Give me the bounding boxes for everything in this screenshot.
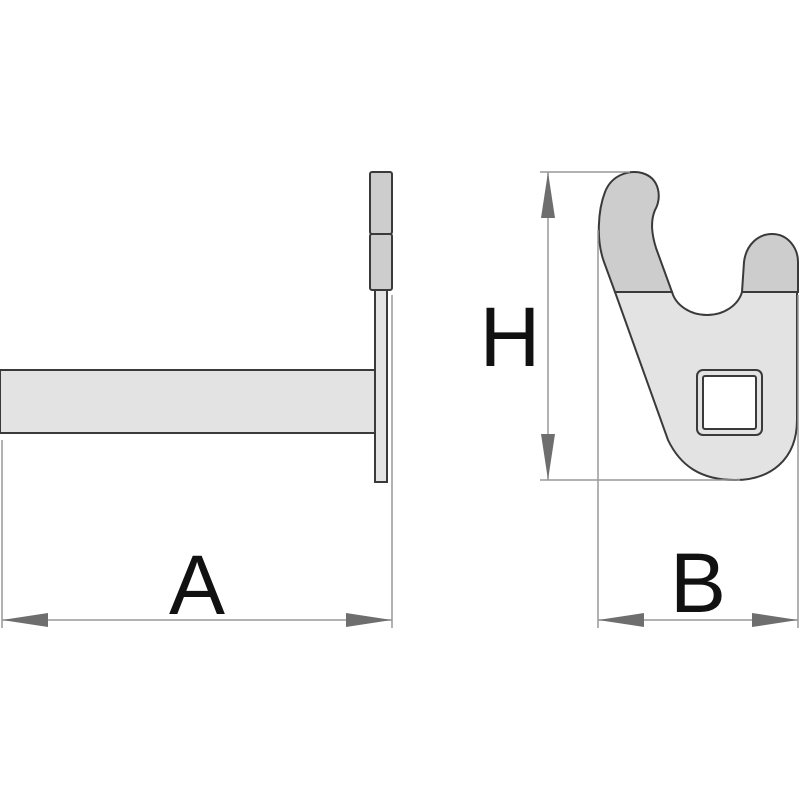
hook-right-tip: [740, 232, 799, 293]
square-hole: [702, 375, 757, 430]
mount-plate: [374, 289, 388, 483]
arrow-left: [2, 613, 48, 627]
label-b: B: [670, 536, 726, 630]
label-h: H: [480, 290, 541, 384]
arrow-right: [346, 613, 392, 627]
dimension-h: H: [480, 171, 740, 481]
dimension-b: B: [597, 230, 799, 630]
arrow-right: [752, 613, 798, 627]
side-view: [0, 171, 393, 483]
top-block-lower: [369, 233, 393, 291]
arm-bar: [0, 369, 377, 434]
label-a: A: [169, 538, 225, 632]
arrow-down: [541, 434, 555, 480]
dimension-a: A: [1, 295, 393, 632]
top-block-upper: [369, 171, 393, 235]
arrow-up: [541, 172, 555, 218]
front-view: [597, 171, 799, 482]
hook-left-tip: [597, 171, 674, 293]
arrow-left: [598, 613, 644, 627]
